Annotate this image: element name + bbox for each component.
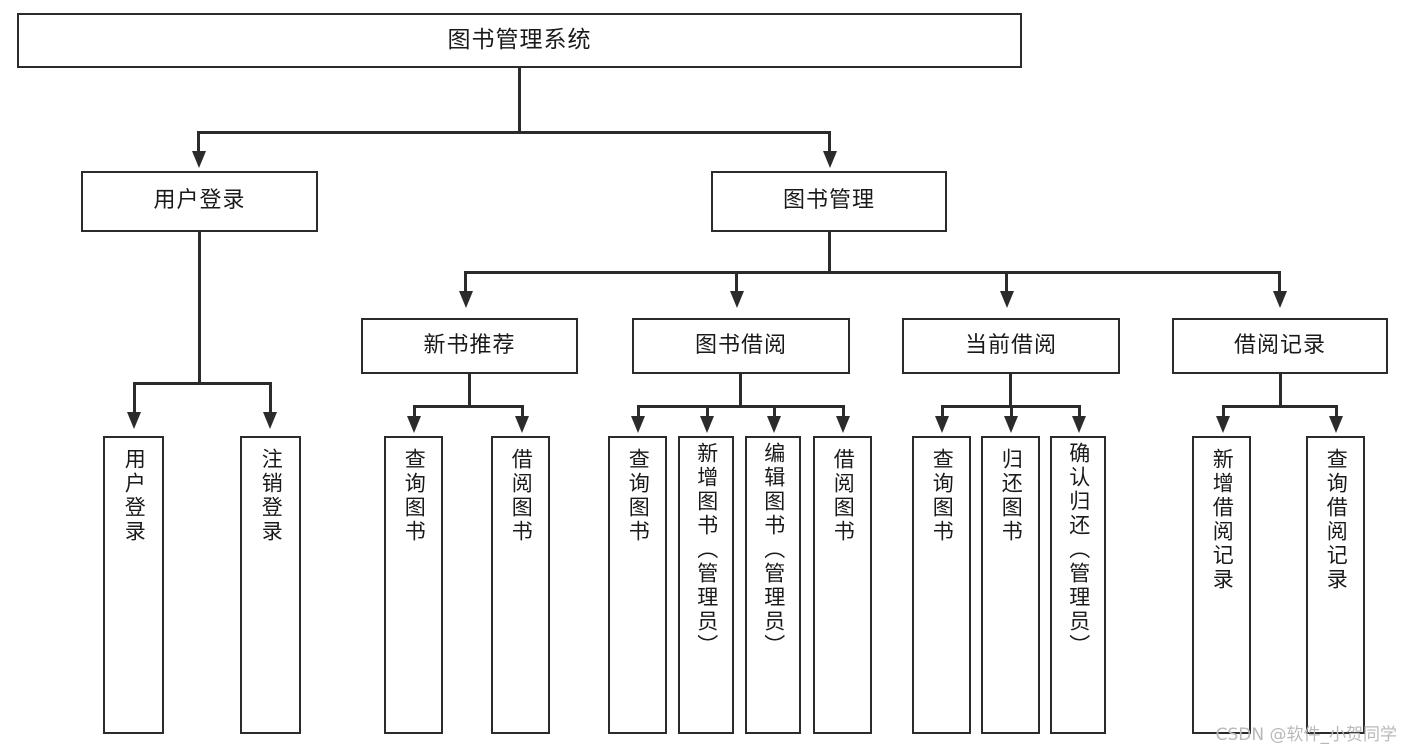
node-leaf-user-login[interactable]: 用户登录 bbox=[103, 436, 164, 734]
arrow-to-leaf-query-book-2 bbox=[631, 416, 645, 433]
arrow-to-user-login bbox=[192, 151, 206, 168]
node-label: 用户登录 bbox=[153, 188, 246, 214]
node-label: 图书管理系统 bbox=[447, 26, 592, 53]
connector-root-stem bbox=[518, 68, 521, 131]
connector-level3-drop-1 bbox=[464, 271, 467, 293]
connector-level2-drop-right bbox=[828, 131, 831, 153]
node-leaf-borrow-book-1[interactable]: 借阅图书 bbox=[491, 436, 550, 734]
node-label: 归还图书 bbox=[999, 448, 1024, 544]
node-leaf-borrow-book-2[interactable]: 借阅图书 bbox=[813, 436, 872, 734]
connector-user-login-stem bbox=[198, 232, 201, 382]
node-leaf-logout-login[interactable]: 注销登录 bbox=[240, 436, 301, 734]
node-label: 借阅图书 bbox=[831, 448, 856, 544]
connector-cb-drop-3 bbox=[1078, 405, 1081, 418]
arrow-to-leaf-query-book-3 bbox=[935, 416, 949, 433]
connector-user-login-bus bbox=[133, 382, 271, 385]
node-label: 借阅记录 bbox=[1233, 332, 1326, 358]
node-label: 新增借阅记录 bbox=[1210, 448, 1235, 592]
connector-borrow-record-bus bbox=[1222, 405, 1338, 408]
node-leaf-edit-book-admin[interactable]: 编辑图书（管理员） bbox=[745, 436, 801, 734]
arrow-to-leaf-borrow-book-1 bbox=[515, 416, 529, 433]
arrow-to-new-book-recommend bbox=[459, 291, 473, 308]
connector-bb-drop-2 bbox=[706, 405, 709, 418]
connector-level3-drop-3 bbox=[1005, 271, 1008, 293]
node-root-book-management-system[interactable]: 图书管理系统 bbox=[17, 13, 1022, 68]
arrow-to-leaf-add-book-admin bbox=[700, 416, 714, 433]
connector-level2-bus bbox=[197, 131, 831, 134]
connector-level3-drop-4 bbox=[1278, 271, 1281, 293]
node-label: 新书推荐 bbox=[423, 332, 516, 358]
node-label: 图书管理 bbox=[782, 188, 875, 214]
node-label: 用户登录 bbox=[122, 448, 147, 544]
connector-new-book-recommend-stem bbox=[468, 374, 471, 405]
watermark-text: CSDN @软件_小贺同学 bbox=[1215, 725, 1397, 745]
node-label: 借阅图书 bbox=[509, 448, 534, 544]
node-leaf-query-book-3[interactable]: 查询图书 bbox=[912, 436, 971, 734]
connector-book-borrow-bus bbox=[637, 405, 845, 408]
node-user-login[interactable]: 用户登录 bbox=[81, 171, 318, 232]
node-label: 编辑图书（管理员） bbox=[761, 442, 786, 658]
connector-level2-drop-left bbox=[197, 131, 200, 153]
connector-level3-drop-2 bbox=[735, 271, 738, 293]
connector-user-login-drop-2 bbox=[269, 382, 272, 414]
node-current-borrow[interactable]: 当前借阅 bbox=[902, 318, 1120, 374]
arrow-to-leaf-query-borrow-record bbox=[1329, 416, 1343, 433]
arrow-to-leaf-confirm-return-admin bbox=[1072, 416, 1086, 433]
node-label: 确认归还（管理员） bbox=[1066, 442, 1091, 658]
node-label: 查询图书 bbox=[930, 448, 955, 544]
connector-level3-bus bbox=[464, 271, 1281, 274]
node-label: 查询图书 bbox=[626, 448, 651, 544]
arrow-to-leaf-return-book bbox=[1004, 416, 1018, 433]
arrow-to-leaf-edit-book-admin bbox=[767, 416, 781, 433]
arrow-to-leaf-add-borrow-record bbox=[1216, 416, 1230, 433]
node-label: 注销登录 bbox=[259, 448, 284, 544]
connector-nbr-drop-2 bbox=[521, 405, 524, 418]
arrow-to-book-management bbox=[823, 151, 837, 168]
node-leaf-query-book-1[interactable]: 查询图书 bbox=[384, 436, 443, 734]
connector-new-book-recommend-bus bbox=[413, 405, 524, 408]
connector-nbr-drop-1 bbox=[413, 405, 416, 418]
connector-br-drop-2 bbox=[1335, 405, 1338, 418]
node-label: 查询图书 bbox=[402, 448, 427, 544]
node-new-book-recommend[interactable]: 新书推荐 bbox=[361, 318, 578, 374]
node-leaf-add-book-admin[interactable]: 新增图书（管理员） bbox=[678, 436, 734, 734]
connector-br-drop-1 bbox=[1222, 405, 1225, 418]
connector-cb-drop-1 bbox=[941, 405, 944, 418]
node-label: 图书借阅 bbox=[694, 332, 787, 358]
node-leaf-query-book-2[interactable]: 查询图书 bbox=[608, 436, 667, 734]
node-label: 当前借阅 bbox=[964, 332, 1057, 358]
connector-book-borrow-stem bbox=[739, 374, 742, 405]
connector-cb-drop-2 bbox=[1010, 405, 1013, 418]
connector-user-login-drop-1 bbox=[133, 382, 136, 414]
arrow-to-leaf-logout-login bbox=[263, 412, 277, 429]
arrow-to-leaf-query-book-1 bbox=[407, 416, 421, 433]
connector-bb-drop-1 bbox=[637, 405, 640, 418]
node-leaf-query-borrow-record[interactable]: 查询借阅记录 bbox=[1306, 436, 1365, 734]
arrow-to-leaf-user-login bbox=[127, 412, 141, 429]
node-label: 新增图书（管理员） bbox=[694, 442, 719, 658]
arrow-to-current-borrow bbox=[1000, 291, 1014, 308]
node-leaf-return-book[interactable]: 归还图书 bbox=[981, 436, 1040, 734]
node-leaf-add-borrow-record[interactable]: 新增借阅记录 bbox=[1192, 436, 1251, 734]
connector-book-management-stem bbox=[828, 232, 831, 271]
connector-bb-drop-3 bbox=[773, 405, 776, 418]
connector-bb-drop-4 bbox=[842, 405, 845, 418]
arrow-to-borrow-record bbox=[1273, 291, 1287, 308]
node-book-management[interactable]: 图书管理 bbox=[711, 171, 947, 232]
arrow-to-book-borrow bbox=[730, 291, 744, 308]
arrow-to-leaf-borrow-book-2 bbox=[836, 416, 850, 433]
node-borrow-record[interactable]: 借阅记录 bbox=[1172, 318, 1388, 374]
node-book-borrow[interactable]: 图书借阅 bbox=[632, 318, 850, 374]
connector-current-borrow-stem bbox=[1009, 374, 1012, 405]
node-leaf-confirm-return-admin[interactable]: 确认归还（管理员） bbox=[1050, 436, 1106, 734]
node-label: 查询借阅记录 bbox=[1324, 448, 1349, 592]
connector-borrow-record-stem bbox=[1279, 374, 1282, 405]
